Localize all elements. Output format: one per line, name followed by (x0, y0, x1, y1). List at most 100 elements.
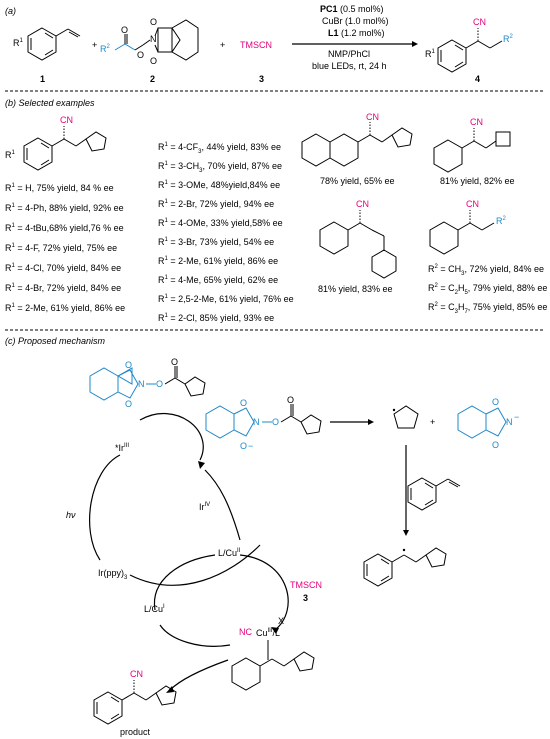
svg-text:CN: CN (470, 117, 483, 127)
svg-text:O: O (492, 397, 499, 407)
column-4-examples: R2 = CH3, 72% yield, 84% ee R2 = C2H5, 7… (428, 264, 547, 315)
compound-4-number: 4 (475, 74, 480, 84)
r2-variation-example: CN R2 (429, 199, 507, 255)
svg-text:CN: CN (473, 17, 486, 27)
svg-text:R1: R1 (5, 150, 16, 160)
product-label: product (120, 727, 151, 737)
svg-text:R1 = 2,5-2-Me, 61% yield, 76%: R1 = 2,5-2-Me, 61% yield, 76% ee (158, 294, 294, 304)
cyclobutyl-yield: 81% yield, 82% ee (440, 176, 515, 186)
svg-text:O: O (125, 399, 132, 409)
svg-text:NC: NC (239, 627, 252, 637)
svg-text:R1: R1 (425, 49, 436, 59)
panel-a-label: (a) (5, 6, 16, 16)
svg-text:X: X (278, 616, 284, 626)
svg-text:NMP/PhCl: NMP/PhCl (328, 49, 370, 59)
svg-text:O: O (272, 417, 279, 427)
svg-text:L1 (1.2 mol%): L1 (1.2 mol%) (328, 28, 385, 38)
svg-text:O: O (150, 56, 157, 66)
column-1-examples: R1 = H, 75% yield, 84 % ee R1 = 4-Ph, 88… (5, 183, 125, 313)
svg-text:O: O (125, 360, 132, 370)
svg-text:O: O (137, 50, 144, 60)
cu-iii-intermediate: NC X CuIII/L (231, 616, 315, 691)
cu-ii: L/CuII (218, 548, 241, 558)
phenylpropyl-yield: 81% yield, 83% ee (318, 284, 393, 294)
compound-3-mech: 3 (303, 593, 308, 603)
ex-row: R1 = 4-tBu,68% yield,76 % ee (5, 223, 124, 233)
svg-text:−: − (514, 412, 519, 422)
nhpi-radical-anion: O O − N O O (205, 395, 322, 451)
svg-text:R1 = 3-Br, 73% yield, 54% ee: R1 = 3-Br, 73% yield, 54% ee (158, 237, 274, 247)
ex-row: R1 = 2-Me, 61% yield, 86% ee (5, 303, 125, 313)
svg-text:R1 = 2-Br, 72% yield, 94% ee: R1 = 2-Br, 72% yield, 94% ee (158, 199, 274, 209)
svg-text:O: O (287, 395, 294, 405)
tmscn-reagent: TMSCN (240, 40, 272, 50)
compound-3-number: 3 (259, 74, 264, 84)
plus-sign-mech: + (430, 417, 435, 427)
ex-row: R1 = 4-Ph, 88% yield, 92% ee (5, 203, 124, 213)
ex-row: R1 = 4-Cl, 70% yield, 84% ee (5, 263, 121, 273)
svg-text:R1 = 3-OMe, 48%yield,84% ee: R1 = 3-OMe, 48%yield,84% ee (158, 180, 280, 190)
ex-row: R1 = 4-Br, 72% yield, 84% ee (5, 283, 121, 293)
scaffold-structure: CN R1 (5, 115, 107, 171)
hv-label: hν (66, 510, 76, 520)
svg-text:CN: CN (466, 199, 479, 209)
svg-text:O: O (150, 17, 157, 27)
styrene-mechanism (407, 477, 461, 511)
svg-text:blue LEDs, rt, 24 h: blue LEDs, rt, 24 h (312, 61, 387, 71)
cu-i: L/CuI (144, 604, 165, 614)
phthalimide-anion: O O N − (457, 397, 519, 450)
plus-sign-2: + (220, 40, 225, 50)
svg-text:N: N (150, 34, 157, 44)
compound-2-number: 2 (150, 74, 155, 84)
svg-text:N: N (253, 417, 260, 427)
svg-text:R1 = 4-OMe, 33% yield,58% ee: R1 = 4-OMe, 33% yield,58% ee (158, 218, 283, 228)
nhpi-ester-structure: O O N O O R2 (100, 17, 199, 66)
naphthyl-example: CN 78% yield, 65% ee (301, 112, 413, 186)
svg-text:O: O (171, 357, 178, 367)
nhpi-ester-mechanism: O O N O O (89, 357, 206, 409)
svg-text:R1 = 4-Me, 65% yield, 62% ee: R1 = 4-Me, 65% yield, 62% ee (158, 275, 278, 285)
plus-sign-1: + (92, 40, 97, 50)
svg-text:R2 = C3H7, 75% yield, 85% ee: R2 = C3H7, 75% yield, 85% ee (428, 302, 547, 315)
svg-text:O: O (492, 440, 499, 450)
cyclopentyl-radical (392, 405, 419, 429)
svg-text:PC1 (0.5 mol%): PC1 (0.5 mol%) (320, 4, 384, 14)
copper-cycle (153, 554, 289, 647)
svg-text:R2: R2 (496, 216, 507, 226)
svg-text:R2 = CH3, 72% yield, 84% ee: R2 = CH3, 72% yield, 84% ee (428, 264, 544, 277)
ir-iii-excited: *IrIII (115, 443, 129, 453)
svg-text:CuIII/L: CuIII/L (256, 628, 280, 638)
iridium-cycle (89, 412, 261, 586)
svg-text:O: O (240, 441, 247, 451)
svg-text:R1 = 2-Cl, 85% yield, 93% ee: R1 = 2-Cl, 85% yield, 93% ee (158, 313, 274, 323)
reductive-elimination-arrow (169, 659, 229, 691)
panel-c-label: (c) Proposed mechanism (5, 336, 106, 346)
svg-text:CN: CN (366, 112, 379, 122)
benzylic-radical (363, 547, 447, 587)
svg-text:O: O (240, 398, 247, 408)
svg-text:R2: R2 (100, 44, 111, 54)
panel-b-label: (b) Selected examples (5, 98, 95, 108)
product-mechanism: CN (93, 669, 177, 725)
svg-text:R1: R1 (13, 38, 24, 48)
svg-text:CN: CN (356, 199, 369, 209)
svg-text:−: − (248, 441, 253, 451)
svg-text:R1 = 4-CF3, 44% yield, 83% ee: R1 = 4-CF3, 44% yield, 83% ee (158, 142, 281, 155)
svg-text:CN: CN (130, 669, 143, 679)
svg-text:R2 = C2H5, 79% yield, 88% ee: R2 = C2H5, 79% yield, 88% ee (428, 283, 547, 296)
svg-text:CuBr (1.0 mol%): CuBr (1.0 mol%) (322, 16, 389, 26)
cyclobutyl-example: CN 81% yield, 82% ee (433, 117, 515, 186)
column-2-examples: R1 = 4-CF3, 44% yield, 83% ee R1 = 3-CH3… (158, 142, 294, 323)
ir-ppy3: Ir(ppy)3 (98, 568, 128, 581)
ex-row: R1 = H, 75% yield, 84 % ee (5, 183, 114, 193)
svg-text:R1 = 2-Me, 61% yield, 86% ee: R1 = 2-Me, 61% yield, 86% ee (158, 256, 278, 266)
svg-text:O: O (156, 379, 163, 389)
svg-text:R2: R2 (503, 34, 514, 44)
naphthyl-yield: 78% yield, 65% ee (320, 176, 395, 186)
product-4-structure: CN R1 R2 (425, 17, 514, 73)
svg-text:CN: CN (60, 115, 73, 125)
tmscn-mechanism: TMSCN (290, 580, 322, 590)
svg-text:N: N (506, 417, 513, 427)
ex-row: R1 = 4-F, 72% yield, 75% ee (5, 243, 117, 253)
